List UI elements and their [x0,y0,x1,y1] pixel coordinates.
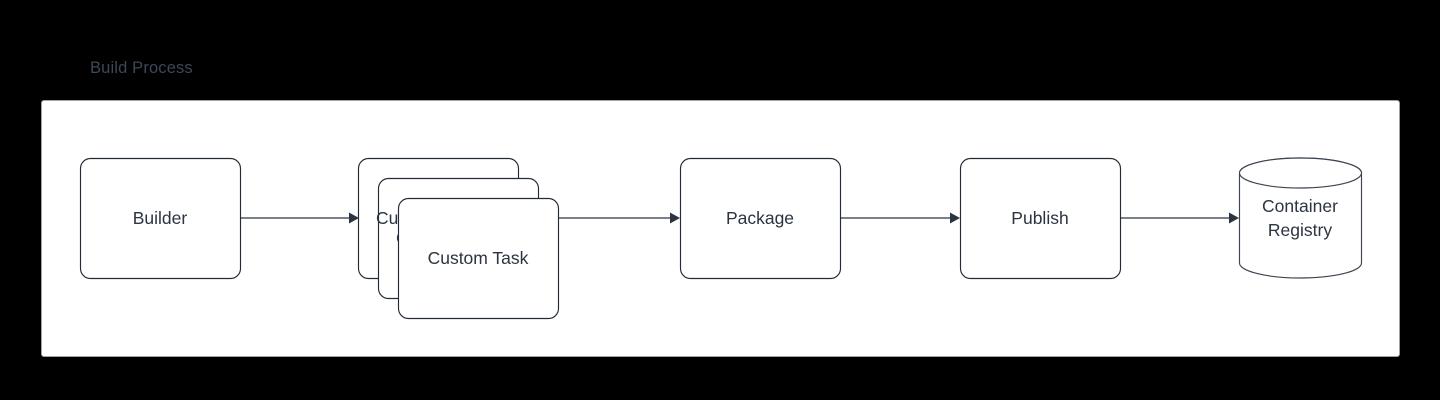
edge-package-to-publish [841,212,960,224]
node-package-shape[interactable] [679,157,842,280]
node-custom-task-card-front[interactable] [397,197,560,320]
edge-custom-task-to-package [559,212,680,224]
edge-publish-to-container-registry [1121,212,1239,224]
node-publish-shape[interactable] [959,157,1122,280]
node-container-registry-shape[interactable] [1238,157,1363,279]
group-title-build-process: Build Process [90,59,193,77]
edge-builder-to-custom-task [241,212,359,224]
node-builder-shape[interactable] [79,157,242,280]
